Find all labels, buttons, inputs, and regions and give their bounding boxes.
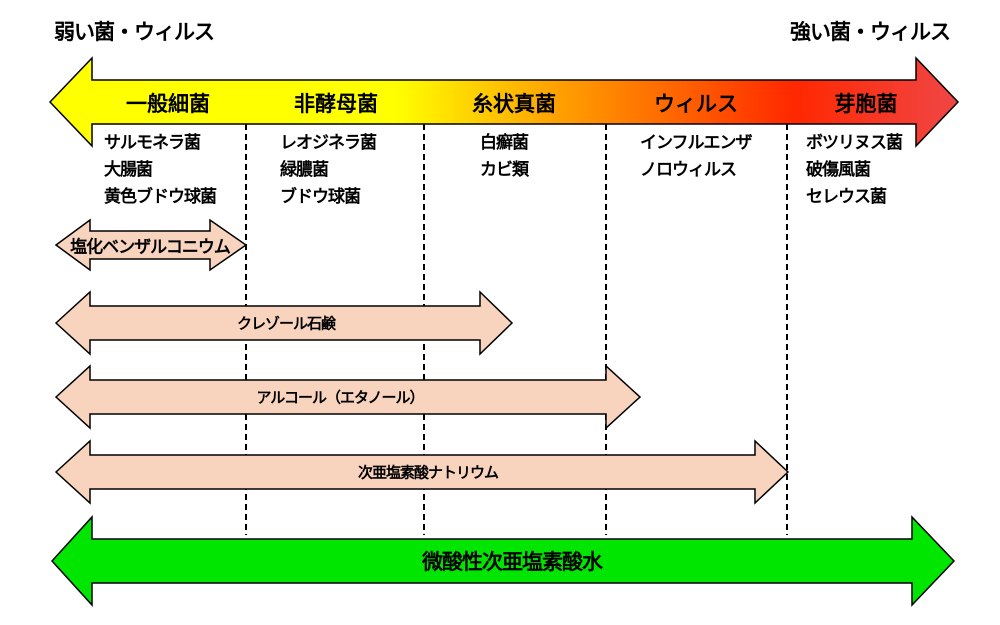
arrow-hypochlorous-water — [50, 515, 956, 607]
category-filamentous-fungi: 糸状真菌 — [472, 92, 556, 116]
list-item: 大腸菌 — [104, 160, 153, 180]
label-hypochlorous-water: 微酸性次亜塩素酸水 — [422, 550, 603, 574]
weak-label: 弱い菌・ウィルス — [54, 20, 215, 44]
list-item: 白癬菌 — [480, 133, 529, 153]
list-item: カビ類 — [480, 160, 529, 180]
list-item: ブドウ球菌 — [280, 187, 361, 207]
category-spore-bacteria: 芽胞菌 — [834, 92, 898, 116]
arrow-cresol-soap — [54, 290, 514, 356]
list-item: レオジネラ菌 — [280, 133, 377, 153]
list-item: 緑膿菌 — [280, 160, 329, 180]
examples-spore-bacteria: ボツリヌス菌 破傷風菌 セレウス菌 — [806, 130, 903, 211]
label-cresol-soap: クレゾール石鹸 — [236, 314, 336, 333]
examples-filamentous-fungi: 白癬菌 カビ類 — [480, 130, 529, 184]
scale-arrow — [48, 56, 960, 148]
arrow-benzalkonium — [54, 218, 248, 272]
list-item: 黄色ブドウ球菌 — [104, 187, 217, 207]
list-item: 破傷風菌 — [806, 160, 871, 180]
list-item: ボツリヌス菌 — [806, 133, 903, 153]
list-item: セレウス菌 — [806, 187, 887, 207]
arrow-alcohol — [54, 364, 642, 430]
list-item: ノロウィルス — [640, 160, 737, 180]
examples-virus: インフルエンザ ノロウィルス — [640, 130, 752, 184]
label-benzalkonium: 塩化ベンザルコニウム — [70, 237, 231, 258]
arrow-sodium-hypochlorite — [54, 439, 790, 505]
list-item: インフルエンザ — [640, 133, 752, 153]
category-general-bacteria: 一般細菌 — [126, 92, 210, 116]
category-non-yeast: 非酵母菌 — [294, 92, 378, 116]
examples-non-yeast: レオジネラ菌 緑膿菌 ブドウ球菌 — [280, 130, 377, 211]
label-alcohol: アルコール（エタノール） — [256, 388, 424, 407]
strong-label: 強い菌・ウィルス — [790, 20, 951, 44]
examples-general-bacteria: サルモネラ菌 大腸菌 黄色ブドウ球菌 — [104, 130, 217, 211]
list-item: サルモネラ菌 — [104, 133, 201, 153]
label-sodium-hypochlorite: 次亜塩素酸ナトリウム — [357, 463, 499, 482]
category-virus: ウィルス — [654, 92, 738, 116]
